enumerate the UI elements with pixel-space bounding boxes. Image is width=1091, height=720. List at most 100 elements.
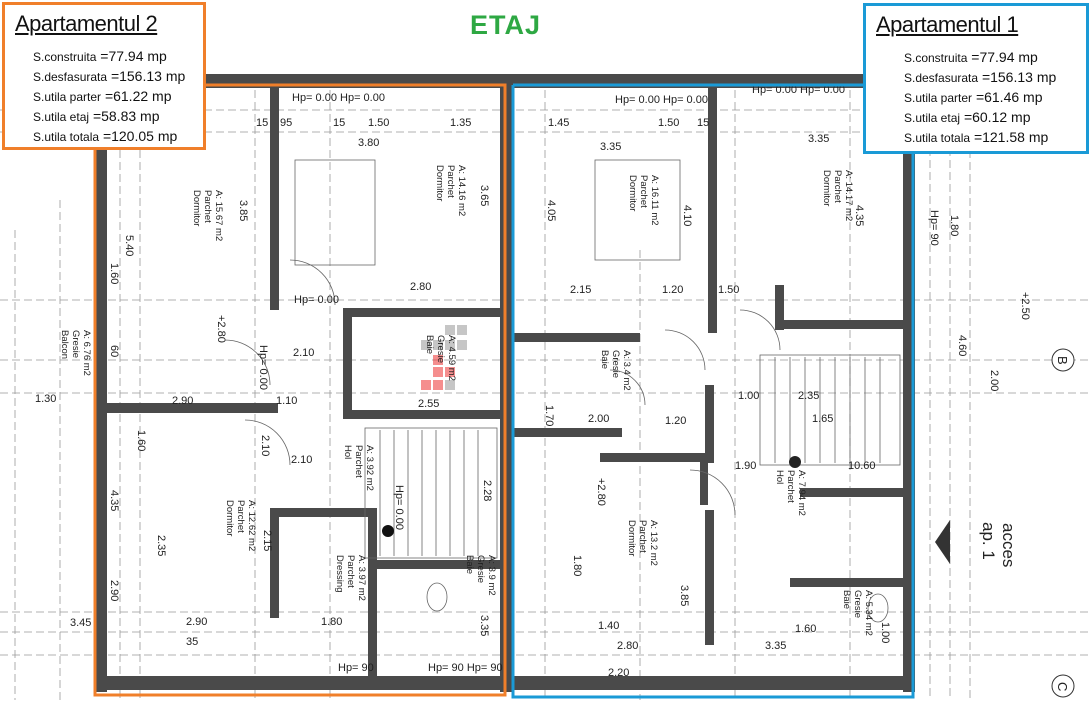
room-name: Dormitor: [224, 500, 235, 536]
dimension-label: 1.80: [948, 215, 960, 236]
room-label: HolParchetA: 3.92 m2: [342, 445, 375, 491]
dimension-label: 2.28: [481, 480, 493, 501]
dimension-label: 10.60: [848, 460, 876, 472]
room-floor: Gresie: [435, 335, 446, 363]
area-row: S.utila etaj =58.83 mp: [33, 108, 160, 124]
dimension-label: 2.35: [155, 535, 167, 556]
apartment-2-outline: [93, 83, 507, 697]
level-mark: +2.80: [595, 478, 607, 506]
room-floor: Gresie: [852, 590, 863, 618]
dimension-label: 3.35: [600, 141, 621, 153]
wall: [708, 88, 717, 333]
wall: [343, 308, 503, 317]
area-row: S.utila etaj =60.12 mp: [904, 109, 1031, 125]
dimension-label: 2.10: [259, 435, 271, 456]
dimension-label: 1.30: [35, 393, 56, 405]
walls: [95, 74, 915, 692]
dimension-label: 35: [186, 636, 198, 648]
wall: [343, 410, 503, 419]
bed-outline: [294, 159, 376, 266]
wall: [368, 508, 377, 678]
room-name: Hol: [342, 445, 353, 459]
wall: [700, 455, 708, 505]
room-floor: Gresie: [475, 555, 486, 583]
wall: [368, 560, 503, 569]
dimension-label: 1.80: [321, 616, 342, 628]
dimension-label: 3.35: [808, 133, 829, 145]
area-row: S.utila parter =61.22 mp: [33, 88, 172, 104]
column-dot: [382, 525, 394, 537]
dimension-label: 1.80: [571, 555, 583, 576]
dimension-label: 3.65: [478, 185, 490, 206]
room-name: Dormitor: [627, 175, 638, 211]
room-area: A: 15.67 m2: [213, 190, 224, 241]
dimension-label: 1.90: [735, 460, 756, 472]
axis-label-c: C: [1055, 682, 1070, 691]
dimension-label: 1.40: [598, 620, 619, 632]
apartment-1-title: Apartamentul 1: [876, 12, 1019, 37]
dimension-label: 3.35: [765, 640, 786, 652]
room-area: A: 14.16 m2: [456, 165, 467, 216]
dimension-label: 1.60: [135, 430, 147, 451]
wall: [705, 385, 714, 463]
apartment-1-outline: [511, 83, 915, 699]
dimension-label: 4.35: [108, 490, 120, 511]
apartment-2-title: Apartamentul 2: [15, 11, 158, 36]
room-area: A: 3.92 m2: [364, 445, 375, 491]
dimension-label: 1.70: [543, 405, 555, 426]
room-area: A: 14.17 m2: [843, 170, 854, 221]
dimension-label: 1.45: [548, 117, 569, 129]
door-swing: [224, 339, 271, 386]
room-label: BaieGresieA: 4.59 m2: [424, 335, 457, 381]
dimension-label: 3.85: [678, 585, 690, 606]
dimension-label: 1.20: [662, 284, 683, 296]
room-name: Baie: [599, 350, 610, 369]
dimension-label: Hp= 0.00 Hp= 0.00: [292, 92, 385, 104]
area-row: S.utila totala =120.05 mp: [33, 128, 178, 144]
room-area: A: 5.34 m2: [863, 590, 874, 636]
room-floor: Parchet: [345, 555, 356, 588]
room-floor: Parchet: [785, 470, 796, 503]
room-name: Baie: [464, 555, 475, 574]
dimension-label: 4.35: [853, 205, 865, 226]
area-row: S.construita =77.94 mp: [904, 49, 1038, 65]
dimension-label: Hp= 90: [928, 210, 940, 246]
door-swing: [664, 329, 706, 371]
staircase: [759, 354, 901, 466]
dimension-label: 1.60: [795, 623, 816, 635]
room-area: A: 4.59 m2: [446, 335, 457, 381]
dimension-label: 2.10: [293, 347, 314, 359]
dimension-label: 1.10: [276, 395, 297, 407]
dimension-label: 2.35: [798, 390, 819, 402]
room-label: DormitorParchetA: 13.2 m2: [626, 520, 659, 566]
area-row: S.utila parter =61.46 mp: [904, 89, 1043, 105]
room-name: Baie: [841, 590, 852, 609]
room-area: A: 12.62 m2: [246, 500, 257, 551]
dimension-label: 15: [256, 117, 268, 129]
area-row: S.construita =77.94 mp: [33, 48, 167, 64]
wall: [705, 510, 714, 645]
room-floor: Gresie: [70, 330, 81, 358]
dimension-label: 1.50: [368, 117, 389, 129]
room-floor: Parchet: [638, 175, 649, 208]
dimension-label: 4.05: [545, 200, 557, 221]
dimension-label: 1.20: [665, 415, 686, 427]
wall: [95, 80, 107, 692]
room-floor: Parchet: [637, 520, 648, 553]
room-area: A: 3.4 m2: [621, 350, 632, 391]
room-name: Hol: [774, 470, 785, 484]
wall: [100, 403, 278, 413]
dimension-label: 2.90: [186, 616, 207, 628]
plan-annotations: +2.80 +2.80 +2.50 B C acces ap. 1: [215, 292, 1075, 698]
room-label: DormitorParchetA: 14.16 m2: [434, 165, 467, 216]
room-name: Dormitor: [434, 165, 445, 201]
level-mark: +2.50: [1019, 292, 1031, 320]
area-row: S.utila totala =121.58 mp: [904, 129, 1049, 145]
dimension-label: 15: [697, 117, 709, 129]
toilet: [426, 582, 448, 612]
room-label: DormitorParchetA: 15.67 m2: [191, 190, 224, 241]
room-area: A: 3.9 m2: [486, 555, 497, 596]
room-label: BaieGresieA: 5.34 m2: [841, 590, 874, 636]
axis-marker-c: [1051, 674, 1075, 698]
dimension-label: 1.00: [879, 622, 891, 643]
